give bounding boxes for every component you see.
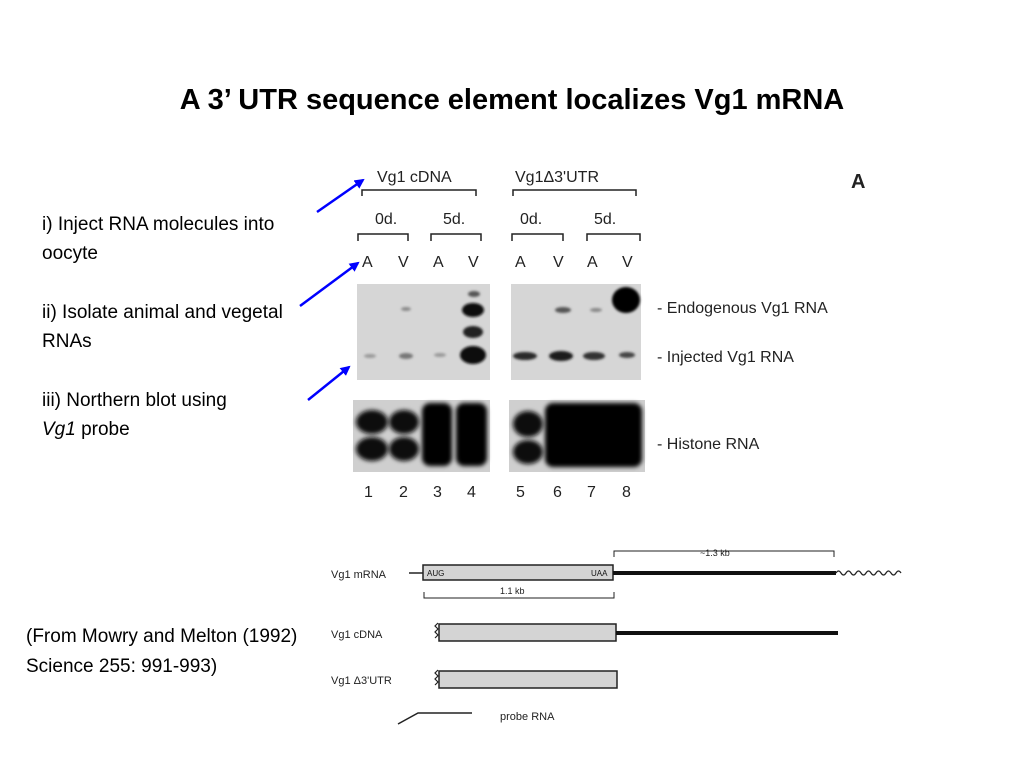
construct-bracket	[361, 189, 477, 196]
procedure-steps: i) Inject RNA molecules into oocyte ii) …	[42, 210, 317, 474]
pole-label: A	[587, 254, 598, 271]
lane-number: 5	[516, 484, 525, 501]
lane-number: 7	[587, 484, 596, 501]
timepoint-label: 5d.	[594, 211, 616, 228]
probe-label: probe RNA	[500, 711, 555, 723]
pole-label: V	[398, 254, 409, 271]
arrow-isolate	[299, 261, 360, 308]
schematic-row-label: Vg1 mRNA	[331, 569, 387, 581]
cdna-coding-box	[438, 623, 617, 642]
lane-number: 1	[364, 484, 373, 501]
polya-tail	[835, 570, 902, 576]
timepoint-label: 0d.	[520, 211, 542, 228]
citation: (From Mowry and Melton (1992) Science 25…	[26, 626, 298, 677]
step-probe-suffix: probe	[75, 419, 130, 440]
blot-top-right	[511, 284, 641, 380]
arrow-inject	[316, 178, 365, 214]
pole-label: V	[553, 254, 564, 271]
construct-bracket	[512, 189, 637, 196]
mrna-coding-box	[422, 564, 614, 581]
pole-label: V	[468, 254, 479, 271]
step-northern-blot-prefix: iii) Northern blot using	[42, 390, 227, 411]
coding-length-label: 1.1 kb	[500, 586, 525, 596]
timepoint-bracket	[357, 233, 409, 241]
step-isolate: ii) Isolate animal and vegetal RNAs	[42, 302, 283, 352]
band-label-injected: - Injected Vg1 RNA	[657, 349, 794, 366]
band-label-endogenous: - Endogenous Vg1 RNA	[657, 300, 828, 317]
pole-label: A	[515, 254, 526, 271]
blot-histone-right	[509, 400, 645, 472]
timepoint-bracket	[586, 233, 641, 241]
slide-title: A 3’ UTR sequence element localizes Vg1 …	[179, 84, 845, 116]
timepoint-bracket	[430, 233, 482, 241]
stop-codon-label: UAA	[591, 569, 608, 578]
schematic-row-label: Vg1 cDNA	[331, 629, 383, 641]
lane-number: 6	[553, 484, 562, 501]
pole-label: A	[433, 254, 444, 271]
construct-label-delta-utr: Vg1Δ3'UTR	[515, 169, 599, 186]
blot-histone-left	[353, 400, 490, 472]
start-codon-label: AUG	[427, 569, 444, 578]
pole-label: A	[362, 254, 373, 271]
schematic-row-label: Vg1 Δ3'UTR	[331, 675, 392, 687]
lane-number: 8	[622, 484, 631, 501]
probe-line	[397, 712, 472, 725]
lane-number: 4	[467, 484, 476, 501]
lane-number: 3	[433, 484, 442, 501]
timepoint-label: 5d.	[443, 211, 465, 228]
construct-label-cdna: Vg1 cDNA	[377, 169, 452, 186]
step-probe-gene: Vg1	[42, 419, 76, 440]
pole-label: V	[622, 254, 633, 271]
blot-top-left	[357, 284, 490, 380]
utr-length-label: ~1.3 kb	[700, 548, 730, 558]
lane-number: 2	[399, 484, 408, 501]
band-label-histone: - Histone RNA	[657, 436, 760, 453]
timepoint-bracket	[511, 233, 564, 241]
arrow-blot	[307, 365, 351, 401]
timepoint-label: 0d.	[375, 211, 397, 228]
delta-utr-coding-box	[438, 670, 618, 689]
step-inject: i) Inject RNA molecules into oocyte	[42, 214, 275, 264]
gene-schematic	[397, 550, 902, 725]
panel-letter: A	[851, 171, 865, 193]
